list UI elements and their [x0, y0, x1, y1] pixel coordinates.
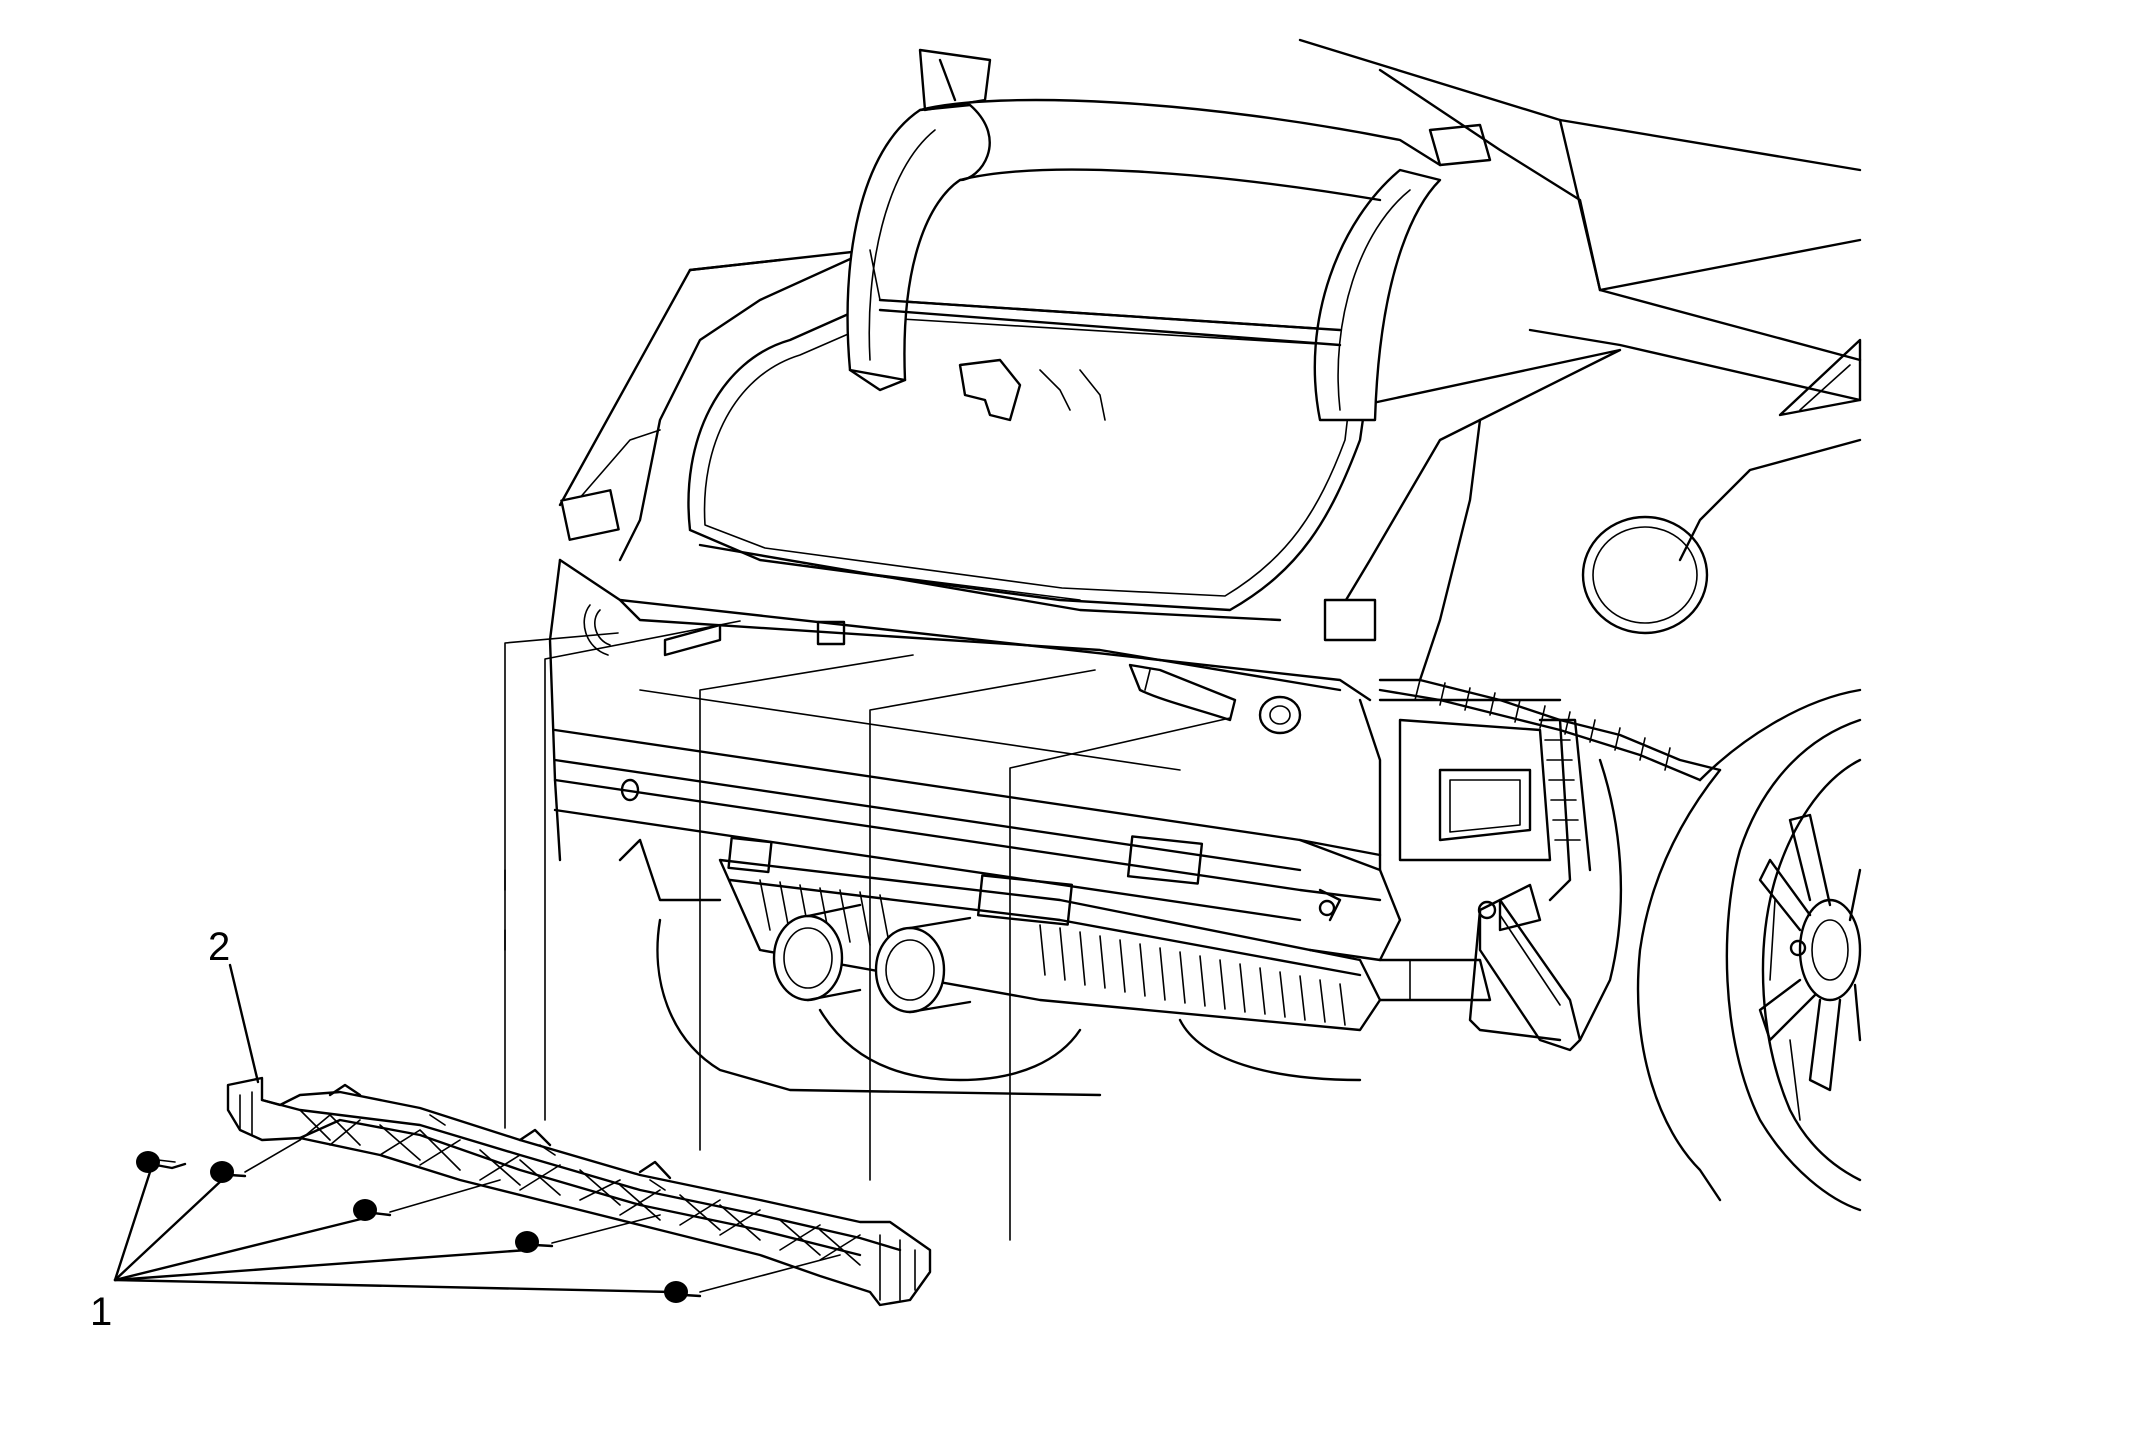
rear-bumper-bracket	[226, 1076, 932, 1307]
fastener-2	[210, 1139, 301, 1183]
alignment-leader-lines	[504, 620, 1231, 1241]
bracket-lattice	[299, 1109, 861, 1266]
callout-2-group: 2	[208, 925, 260, 1084]
wheel-spokes	[1758, 813, 1862, 1121]
callout-label-2: 2	[208, 925, 230, 969]
fastener-3	[353, 1179, 501, 1221]
callout-label-1: 1	[90, 1290, 112, 1334]
bracket-fasteners	[136, 1139, 841, 1303]
callout-1-group: 1	[90, 1170, 674, 1334]
vehicle-rear-body	[548, 38, 1862, 1212]
fastener-5	[664, 1254, 841, 1303]
fastener-1	[136, 1151, 187, 1173]
side-bracket-ribs	[1414, 679, 1671, 771]
exhaust-system	[656, 858, 1492, 1097]
fastener-4	[515, 1214, 661, 1253]
